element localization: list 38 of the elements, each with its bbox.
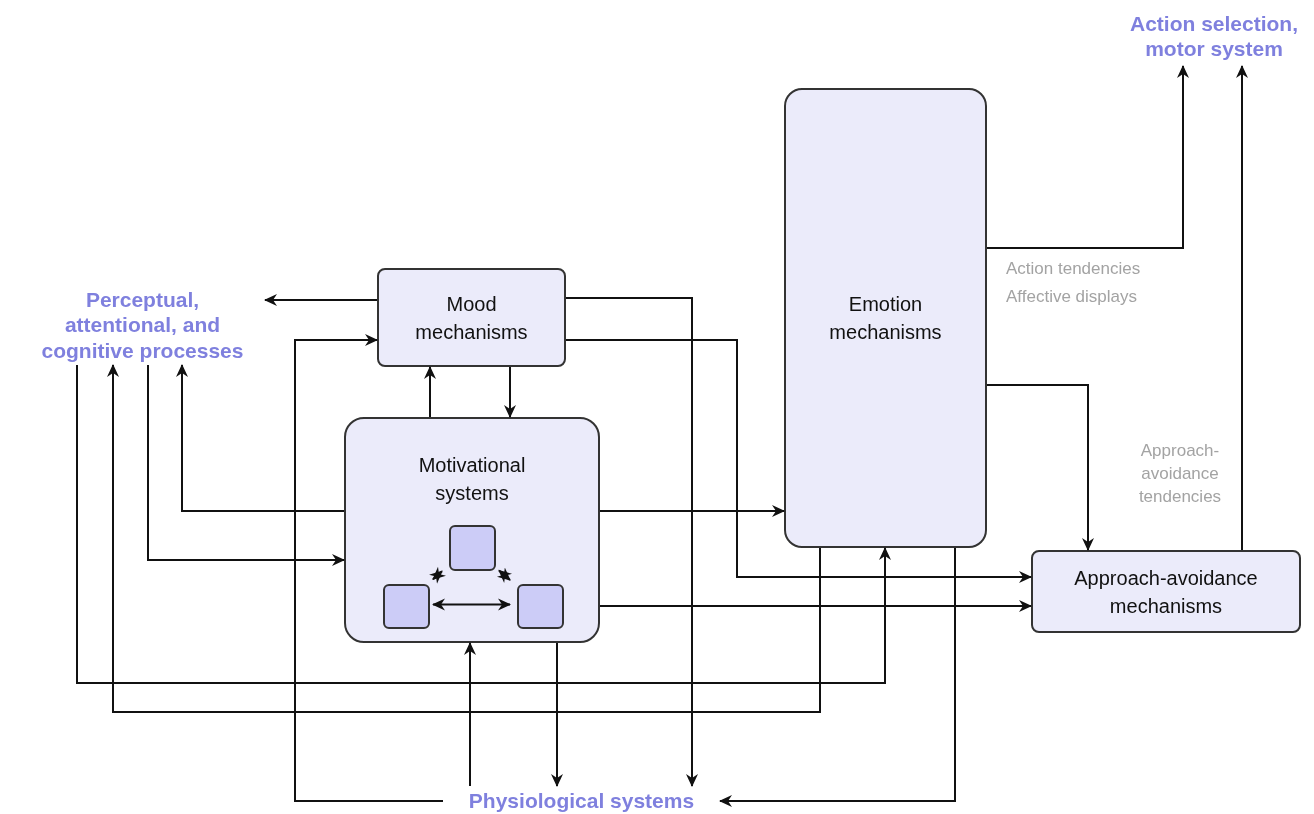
- arrow: [599, 600, 1032, 612]
- arrow: [76, 364, 891, 684]
- annotation-text: Approach-avoidance tendencies: [1137, 440, 1223, 508]
- box-label: Emotion mechanisms: [828, 292, 943, 345]
- arrow: [429, 566, 446, 584]
- arrow: [551, 642, 563, 787]
- arrow: [1236, 65, 1248, 551]
- arrow: [264, 294, 378, 306]
- box-label: Motivational systems: [417, 453, 527, 506]
- arrow: [176, 364, 345, 512]
- arrow: [424, 366, 436, 418]
- system-box: [344, 417, 600, 643]
- arrow: [986, 65, 1189, 249]
- small-square: [517, 584, 564, 629]
- arrow: [107, 364, 821, 713]
- mechanism-box: [784, 88, 987, 548]
- arrow: [432, 598, 511, 611]
- arrow: [294, 334, 444, 802]
- arrow: [504, 366, 516, 418]
- arrow: [464, 642, 476, 787]
- heading-text: Perceptual, attentional, and cognitive processes: [40, 287, 245, 363]
- arrow: [147, 364, 345, 566]
- arrow: [565, 297, 698, 787]
- heading-text: Physiological systems: [468, 788, 695, 814]
- annotation-text: Action tendencies: [1006, 258, 1141, 280]
- arrow: [565, 339, 1032, 583]
- heading-text: Action selection, motor system: [1129, 10, 1299, 62]
- mechanism-box: [1031, 550, 1301, 633]
- mechanism-box: [377, 268, 566, 367]
- arrow: [719, 547, 956, 807]
- small-square: [383, 584, 430, 629]
- box-label: Approach-avoidance mechanisms: [1073, 565, 1259, 619]
- small-square: [449, 525, 496, 571]
- box-label: Mood mechanisms: [414, 291, 529, 345]
- arrow: [986, 384, 1094, 551]
- arrow: [497, 567, 512, 583]
- annotation-text: Affective displays: [1006, 286, 1138, 308]
- arrow: [599, 505, 785, 517]
